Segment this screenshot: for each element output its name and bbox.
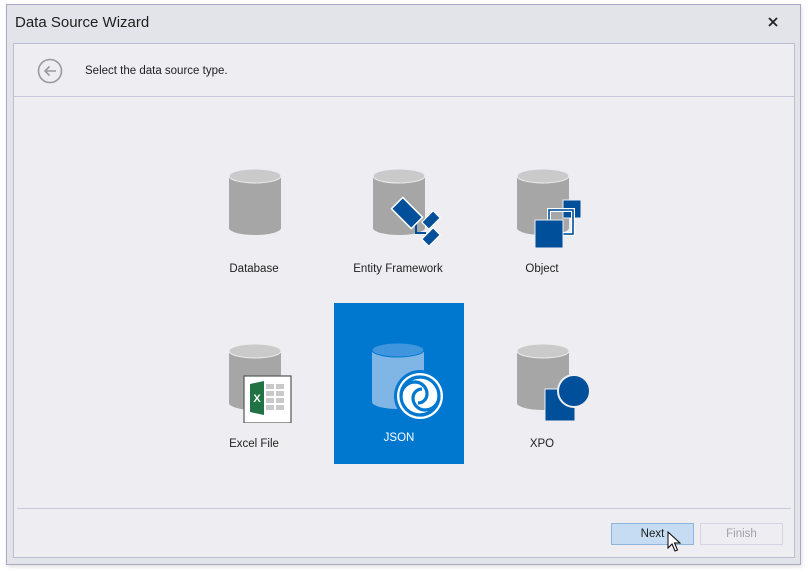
excel-file-icon: X (228, 343, 292, 423)
footer-divider (17, 508, 791, 509)
tile-label: Object (525, 263, 559, 275)
mouse-cursor-icon (667, 531, 681, 552)
tile-excel-file[interactable]: X Excel File (189, 303, 319, 464)
page-subtitle: Select the data source type. (85, 65, 228, 77)
wizard-header: Select the data source type. (14, 44, 794, 97)
database-icon (228, 168, 282, 235)
xpo-icon (516, 343, 591, 422)
tile-label: JSON (383, 432, 415, 444)
tile-json[interactable]: JSON (334, 303, 464, 464)
next-button[interactable]: Next (611, 523, 694, 545)
tile-database[interactable]: Database (189, 128, 319, 289)
tile-label: Excel File (229, 438, 279, 450)
tile-entity-framework[interactable]: Entity Framework (333, 128, 463, 289)
tile-label: Entity Framework (353, 263, 443, 275)
svg-text:X: X (253, 393, 261, 405)
close-icon (768, 17, 778, 27)
finish-button[interactable]: Finish (700, 523, 783, 545)
back-arrow-icon (37, 58, 63, 84)
data-source-wizard-window: Data Source Wizard Select the data sourc… (6, 4, 801, 565)
tile-label: Database (229, 263, 279, 275)
wizard-panel: Select the data source type. Database (13, 43, 795, 558)
close-button[interactable] (765, 14, 781, 30)
entity-framework-icon (372, 168, 442, 248)
back-button[interactable] (37, 58, 63, 84)
object-icon (516, 168, 582, 248)
tile-object[interactable]: Object (477, 128, 607, 289)
window-title: Data Source Wizard (15, 14, 150, 31)
tile-label: XPO (529, 438, 555, 450)
json-icon (371, 342, 446, 422)
tile-xpo[interactable]: XPO (477, 303, 607, 464)
